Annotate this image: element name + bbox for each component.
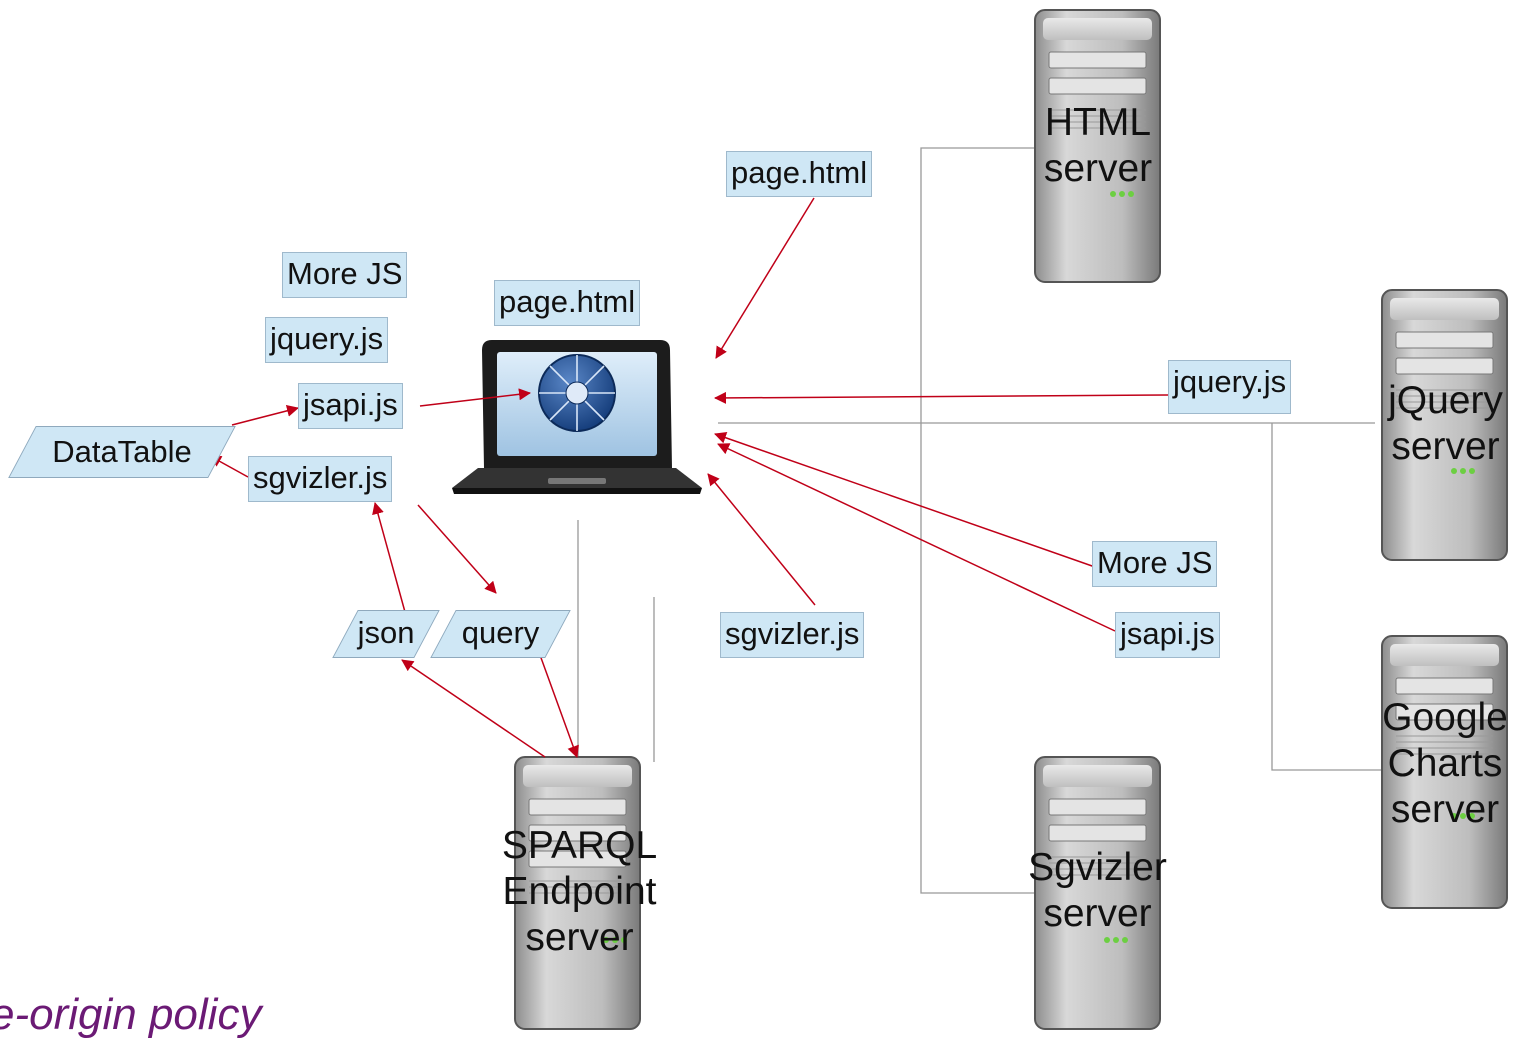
server-sparql-icon bbox=[514, 756, 641, 1030]
server-sparql-label: SPARQL Endpoint server bbox=[501, 824, 658, 959]
arrow-jquery-to-client bbox=[714, 391, 1169, 404]
label-jsapi-right: jsapi.js bbox=[1115, 612, 1220, 658]
arrow-sgvizler-to-client bbox=[707, 473, 816, 606]
server-html-label: HTML server bbox=[1043, 101, 1153, 190]
arrow-more-js-to-client bbox=[714, 431, 1096, 568]
label-jquery-right: jquery.js bbox=[1168, 360, 1292, 414]
arrow-json-to-sgvizler bbox=[372, 502, 406, 613]
json-label: json bbox=[357, 615, 415, 650]
server-html-icon bbox=[1034, 9, 1161, 283]
query-label: query bbox=[461, 615, 540, 650]
label-more-js-left: More JS bbox=[282, 252, 408, 298]
data-object-json: json bbox=[332, 610, 440, 658]
arrow-datatable-to-jsapi bbox=[231, 404, 299, 426]
label-sgvizler-left: sgvizler.js bbox=[248, 456, 393, 502]
label-sgvizler-mid: sgvizler.js bbox=[720, 612, 865, 658]
label-page-html-top: page.html bbox=[726, 151, 873, 197]
arrow-page-html-to-client bbox=[715, 197, 815, 359]
server-jquery-icon bbox=[1381, 289, 1508, 561]
label-jsapi-left: jsapi.js bbox=[298, 383, 403, 429]
compass-icon bbox=[538, 354, 616, 432]
datatable-label: DataTable bbox=[52, 434, 192, 469]
connector-lines bbox=[577, 147, 1385, 894]
label-jquery-left: jquery.js bbox=[265, 317, 389, 363]
server-jquery-label: jQuery server bbox=[1388, 379, 1503, 468]
arrow-client-page-html bbox=[419, 388, 531, 407]
server-google-icon bbox=[1381, 635, 1508, 909]
arrow-sparql-to-json bbox=[401, 659, 546, 758]
arrow-sgvizler-to-query bbox=[417, 504, 497, 594]
server-sgvizler-icon bbox=[1034, 756, 1161, 1030]
laptop-icon bbox=[452, 340, 702, 494]
connector-google bbox=[1271, 423, 1385, 771]
server-google-label: Google Charts server bbox=[1382, 696, 1508, 831]
connector-html bbox=[920, 147, 1036, 894]
caption-text: e-origin policy bbox=[0, 990, 262, 1039]
label-more-js-right: More JS bbox=[1092, 541, 1218, 587]
data-object-datatable: DataTable bbox=[8, 426, 236, 478]
arrow-query-to-sparql bbox=[539, 654, 579, 758]
arrow-jsapi-to-client bbox=[717, 443, 1116, 632]
data-object-query: query bbox=[430, 610, 571, 658]
server-sgvizler-label: Sgvizler server bbox=[1028, 846, 1167, 935]
label-page-html-client: page.html bbox=[494, 280, 641, 326]
